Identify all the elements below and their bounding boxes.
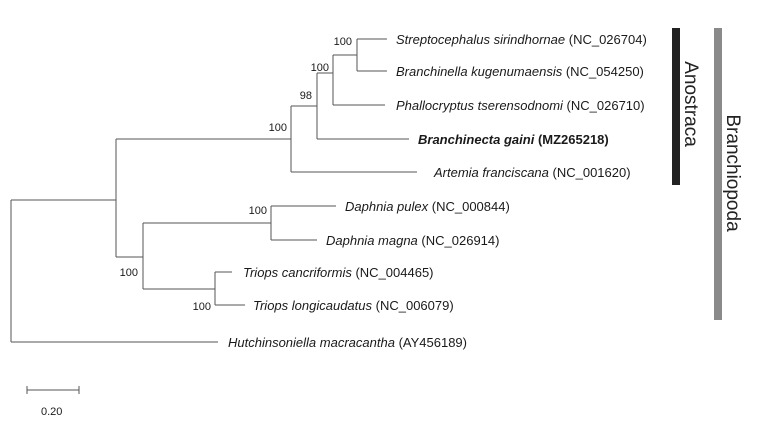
- taxon-label: Streptocephalus sirindhornae (NC_026704): [396, 32, 647, 47]
- taxon-label: Daphnia pulex (NC_000844): [345, 199, 510, 214]
- taxon-label-highlighted: Branchinecta gaini (MZ265218): [418, 132, 609, 147]
- support-value: 100: [311, 62, 329, 74]
- taxon-labels: Streptocephalus sirindhornae (NC_026704)…: [228, 32, 647, 350]
- clade-annotations: Anostraca Branchiopoda: [672, 28, 743, 320]
- clade-label-branchiopoda: Branchiopoda: [722, 114, 743, 232]
- clade-bar-branchiopoda: [714, 28, 722, 320]
- support-value: 100: [249, 205, 267, 217]
- taxon-label: Triops longicaudatus (NC_006079): [253, 298, 454, 313]
- taxon-label: Daphnia magna (NC_026914): [326, 233, 499, 248]
- support-value: 100: [269, 122, 287, 134]
- support-values: 100 100 98 100 100 100 100: [120, 36, 352, 313]
- taxon-label: Branchinella kugenumaensis (NC_054250): [396, 64, 644, 79]
- support-value: 100: [334, 36, 352, 48]
- taxon-label: Artemia franciscana (NC_001620): [433, 165, 631, 180]
- taxon-label: Triops cancriformis (NC_004465): [243, 265, 434, 280]
- support-value: 100: [120, 267, 138, 279]
- taxon-label: Hutchinsoniella macracantha (AY456189): [228, 335, 467, 350]
- taxon-label: Phallocryptus tserensodnomi (NC_026710): [396, 98, 645, 113]
- clade-bar-anostraca: [672, 28, 680, 185]
- tree-branches: [10, 38, 417, 343]
- support-value: 98: [300, 90, 312, 102]
- clade-label-anostraca: Anostraca: [680, 61, 701, 147]
- scale-bar-label: 0.20: [41, 406, 62, 418]
- support-value: 100: [193, 301, 211, 313]
- scale-bar: 0.20: [26, 386, 80, 418]
